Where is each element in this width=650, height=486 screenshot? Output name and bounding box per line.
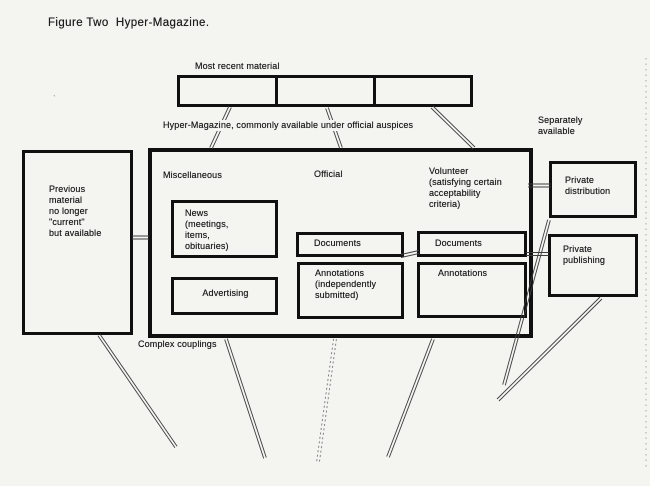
private-publishing-label: Private publishing <box>563 244 606 265</box>
cell-divider-1 <box>275 78 278 104</box>
column-header-miscellaneous: Miscellaneous <box>163 170 222 180</box>
cell-divider-2 <box>373 78 376 104</box>
coupling-main-bottom-3 <box>386 338 435 458</box>
news-box <box>171 200 278 258</box>
coupling-main-bottom-2 <box>316 338 337 463</box>
figure-title: Figure Two Hyper-Magazine. <box>48 17 210 29</box>
coupling-previous-bottom <box>97 333 178 449</box>
annotations-official-box <box>297 262 404 319</box>
private-distribution-box <box>549 161 637 218</box>
advertising-label: Advertising <box>202 288 249 298</box>
advertising-box <box>171 277 278 315</box>
label-separately-available: Separately available <box>537 115 584 137</box>
most-recent-material-box <box>177 75 473 107</box>
coupling-main-bottom-1 <box>224 338 267 459</box>
annotations-volunteer-label: Annotations <box>438 268 488 278</box>
label-hyper-magazine-availability: Hyper-Magazine, commonly available under… <box>162 120 415 131</box>
documents-volunteer-label: Documents <box>435 238 482 248</box>
label-complex-couplings: Complex couplings <box>137 339 218 350</box>
scan-artifact-speck <box>53 94 57 100</box>
private-distribution-label: Private distribution <box>565 175 611 196</box>
previous-material-box <box>22 150 133 335</box>
coupling-topcell3-main <box>430 105 476 150</box>
column-header-volunteer: Volunteer (satisfying certain acceptabil… <box>429 166 502 209</box>
previous-material-label: Previous material no longer "current" bu… <box>49 184 102 238</box>
coupling-previous-main <box>132 235 149 240</box>
label-most-recent-material: Most recent material <box>194 61 281 72</box>
news-label: News (meetings, items, obituaries) <box>185 208 229 251</box>
annotations-official-label: Annotations (independently submitted) <box>315 268 377 300</box>
column-header-official: Official <box>314 169 343 179</box>
documents-official-box <box>296 232 404 257</box>
documents-official-label: Documents <box>314 238 361 248</box>
